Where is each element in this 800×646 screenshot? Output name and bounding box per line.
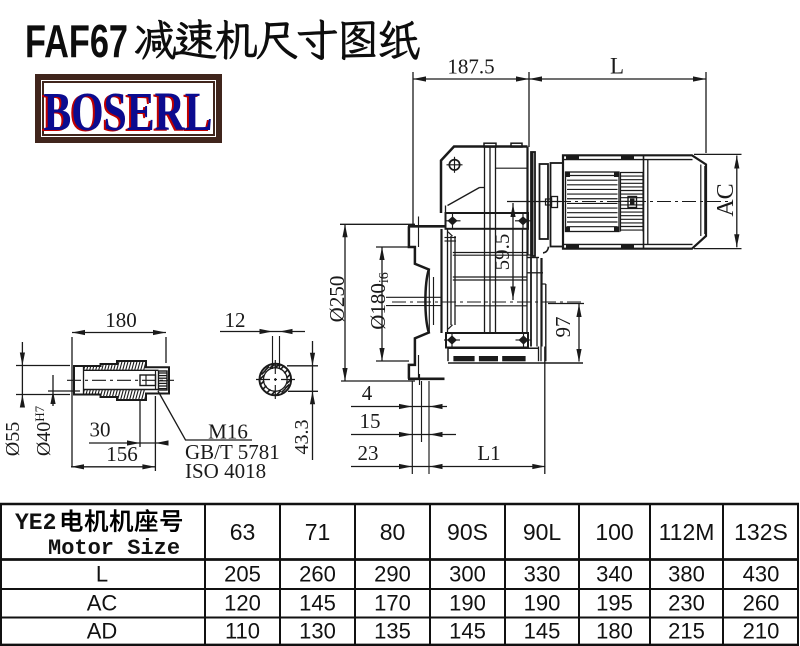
svg-text:4: 4: [362, 381, 373, 405]
svg-text:180: 180: [596, 619, 633, 644]
svg-text:L: L: [610, 54, 624, 79]
svg-text:340: 340: [596, 562, 633, 587]
svg-text:330: 330: [524, 562, 561, 587]
svg-text:Ø250: Ø250: [325, 276, 349, 323]
svg-text:AC: AC: [87, 591, 118, 616]
svg-text:AC: AC: [713, 183, 739, 216]
svg-text:130: 130: [299, 619, 336, 644]
svg-text:205: 205: [224, 562, 261, 587]
svg-text:187.5: 187.5: [447, 55, 494, 79]
svg-text:43.3: 43.3: [291, 420, 313, 455]
svg-text:210: 210: [743, 619, 780, 644]
svg-text:110: 110: [225, 619, 260, 644]
svg-text:430: 430: [743, 562, 780, 587]
svg-text:23: 23: [358, 441, 379, 465]
svg-text:YE2: YE2: [15, 510, 56, 536]
svg-text:63: 63: [230, 519, 256, 545]
svg-text:156: 156: [106, 442, 138, 466]
svg-text:BOSERL: BOSERL: [44, 81, 213, 142]
svg-text:30: 30: [90, 418, 111, 442]
svg-text:15: 15: [360, 409, 381, 433]
svg-text:L1: L1: [477, 441, 500, 465]
svg-text:180: 180: [105, 308, 137, 332]
svg-text:97: 97: [551, 317, 575, 338]
svg-text:290: 290: [374, 562, 411, 587]
svg-text:260: 260: [299, 562, 336, 587]
svg-text:AD: AD: [87, 619, 118, 644]
svg-text:260: 260: [743, 591, 780, 616]
svg-text:ISO 4018: ISO 4018: [185, 459, 266, 483]
svg-text:135: 135: [374, 619, 411, 644]
svg-text:90S: 90S: [447, 519, 488, 545]
svg-text:145: 145: [299, 591, 336, 616]
svg-text:71: 71: [305, 519, 331, 545]
svg-text:195: 195: [596, 591, 633, 616]
svg-text:145: 145: [524, 619, 561, 644]
svg-text:170: 170: [374, 591, 411, 616]
svg-text:145: 145: [449, 619, 486, 644]
svg-text:90L: 90L: [523, 519, 562, 545]
svg-text:215: 215: [668, 619, 705, 644]
svg-text:BOSERL: BOSERL: [42, 82, 211, 143]
svg-text:Ø180i6: Ø180i6: [366, 272, 392, 330]
svg-text:190: 190: [449, 591, 486, 616]
svg-text:380: 380: [668, 562, 705, 587]
svg-text:FAF67: FAF67: [25, 15, 128, 67]
svg-text:59.5: 59.5: [490, 234, 514, 271]
svg-text:M16: M16: [208, 420, 248, 444]
svg-text:Ø40H7: Ø40H7: [32, 405, 55, 456]
svg-text:GB/T 5781: GB/T 5781: [185, 440, 280, 464]
svg-text:120: 120: [224, 591, 261, 616]
svg-text:132S: 132S: [734, 519, 788, 545]
svg-text:300: 300: [449, 562, 486, 587]
svg-text:80: 80: [380, 519, 406, 545]
svg-text:Ø55: Ø55: [2, 422, 24, 456]
svg-text:L: L: [96, 562, 108, 587]
svg-text:12: 12: [225, 308, 246, 332]
svg-text:Motor Size: Motor Size: [48, 536, 180, 561]
svg-text:100: 100: [595, 519, 633, 545]
svg-text:190: 190: [524, 591, 561, 616]
svg-text:230: 230: [668, 591, 705, 616]
svg-text:112M: 112M: [659, 519, 715, 545]
